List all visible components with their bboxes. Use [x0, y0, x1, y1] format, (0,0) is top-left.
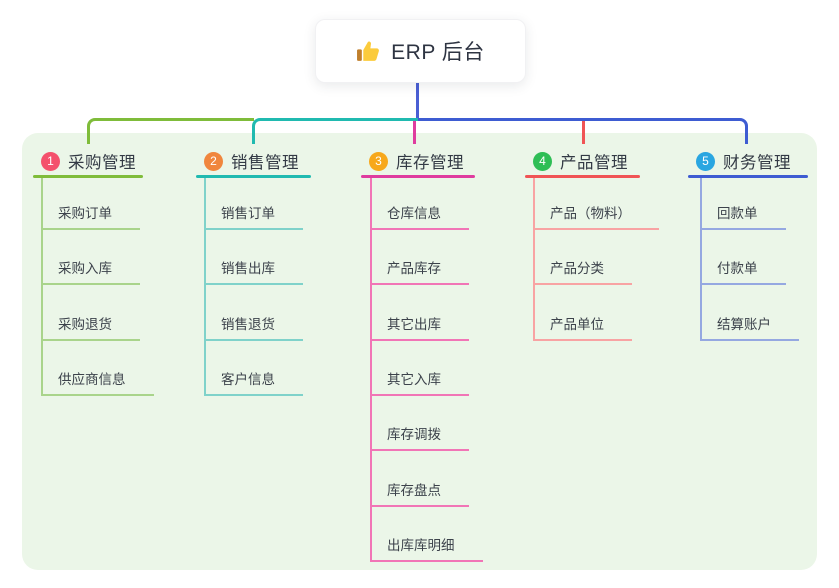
- branch-4-label: 产品管理: [560, 154, 628, 172]
- branch-2-trunk-connector: [204, 177, 206, 396]
- branch-1-trunk-connector: [41, 177, 43, 396]
- branch-5-child-1[interactable]: 回款单: [700, 204, 786, 230]
- branch-5-child-3[interactable]: 结算账户: [700, 315, 799, 341]
- connector-elbow-branch-2: [252, 118, 418, 144]
- connector-elbow-branch-5: [418, 118, 748, 144]
- branch-4-child-2[interactable]: 产品分类: [533, 259, 632, 286]
- branch-5-trunk-connector: [700, 177, 702, 341]
- branch-3-child-2[interactable]: 产品库存: [370, 259, 469, 286]
- branch-2-child-1[interactable]: 销售订单: [204, 204, 303, 230]
- branch-3-child-3[interactable]: 其它出库: [370, 315, 469, 341]
- branch-1-title[interactable]: 1 采购管理: [41, 149, 136, 173]
- root-stem-connector: [416, 83, 419, 119]
- branch-4-child-3[interactable]: 产品单位: [533, 315, 632, 341]
- branch-3-child-5[interactable]: 库存调拨: [370, 425, 469, 452]
- branch-2-child-3[interactable]: 销售退货: [204, 315, 303, 341]
- branch-3-label: 库存管理: [396, 154, 464, 172]
- branch-2-child-4[interactable]: 客户信息: [204, 370, 303, 396]
- branch-3-child-4[interactable]: 其它入库: [370, 370, 469, 396]
- branch-1-child-3[interactable]: 采购退货: [41, 315, 140, 341]
- branch-1-number-badge: 1: [41, 151, 60, 171]
- branch-3-trunk-connector: [370, 177, 372, 562]
- branch-4-child-1[interactable]: 产品（物料）: [533, 204, 659, 230]
- branch-2-label: 销售管理: [231, 154, 299, 172]
- branch-3-title[interactable]: 3 库存管理: [369, 149, 464, 173]
- branch-1-label: 采购管理: [68, 154, 136, 172]
- branch-4-title-line: [525, 175, 640, 178]
- thumbs-up-icon: [356, 39, 381, 64]
- connector-elbow-branch-1: [87, 118, 254, 144]
- root-node[interactable]: ERP 后台: [315, 19, 526, 83]
- branch-1-child-2[interactable]: 采购入库: [41, 259, 140, 286]
- branch-1-child-1[interactable]: 采购订单: [41, 204, 140, 230]
- branch-2-title[interactable]: 2 销售管理: [204, 149, 299, 173]
- branch-5-number-badge: 5: [696, 151, 715, 171]
- branch-5-label: 财务管理: [723, 154, 791, 172]
- branch-4-title[interactable]: 4 产品管理: [533, 149, 628, 173]
- branch-3-child-7[interactable]: 出库库明细: [370, 536, 483, 562]
- branch-5-child-2[interactable]: 付款单: [700, 259, 786, 286]
- connector-drop-branch-3: [413, 121, 416, 144]
- branch-1-title-line: [33, 175, 143, 178]
- branch-3-child-6[interactable]: 库存盘点: [370, 481, 469, 507]
- root-label: ERP 后台: [391, 41, 485, 64]
- mindmap-panel: [22, 133, 817, 570]
- branch-5-title[interactable]: 5 财务管理: [696, 149, 791, 173]
- branch-3-child-1[interactable]: 仓库信息: [370, 204, 469, 230]
- branch-2-child-2[interactable]: 销售出库: [204, 259, 303, 286]
- branch-3-title-line: [361, 175, 475, 178]
- branch-3-number-badge: 3: [369, 151, 388, 171]
- branch-5-title-line: [688, 175, 808, 178]
- branch-2-number-badge: 2: [204, 151, 223, 171]
- branch-2-title-line: [196, 175, 311, 178]
- branch-4-number-badge: 4: [533, 151, 552, 171]
- branch-1-child-4[interactable]: 供应商信息: [41, 370, 154, 396]
- connector-drop-branch-4: [582, 121, 585, 144]
- branch-4-trunk-connector: [533, 177, 535, 341]
